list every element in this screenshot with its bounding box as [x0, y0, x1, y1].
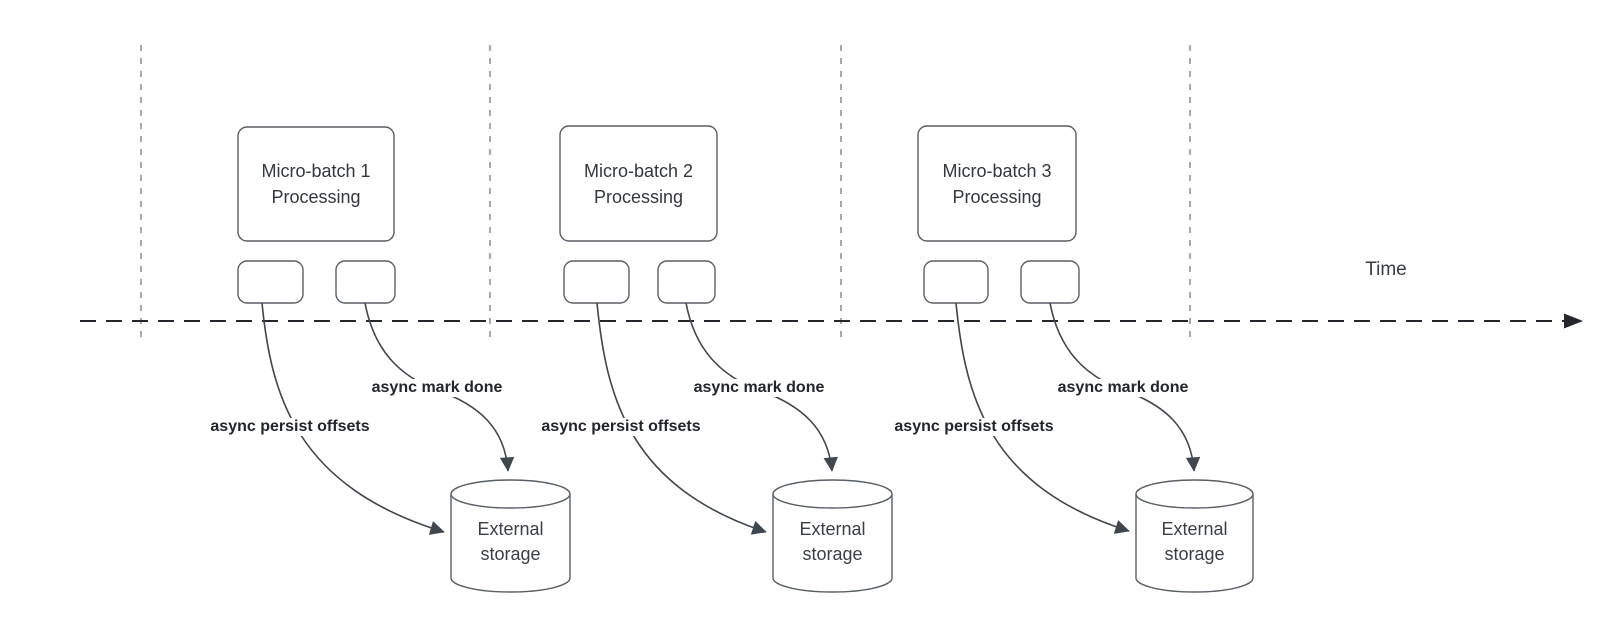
micro-batch-1-label: Micro-batch 1 Processing	[238, 127, 394, 241]
micro-batch-1-offset-task-box	[237, 260, 304, 304]
persist-offsets-label-2: async persist offsets	[538, 418, 704, 436]
micro-batch-2-offset-task-box	[563, 260, 630, 304]
storage-label-3-line2: storage	[1164, 544, 1225, 564]
micro-batch-2-markdone-task-box	[657, 260, 716, 304]
storage-label-3: External storage	[1161, 517, 1227, 567]
storage-label-1-line1: External	[477, 519, 544, 539]
micro-batch-2-label: Micro-batch 2 Processing	[560, 126, 717, 241]
persist-offsets-label-1: async persist offsets	[207, 418, 373, 436]
micro-batch-1-markdone-task-box	[335, 260, 396, 304]
micro-batch-2-box	[559, 125, 718, 242]
micro-batch-3-markdone-task-box	[1020, 260, 1080, 304]
storage-label-2-line1: External	[799, 519, 866, 539]
micro-batch-1-box	[237, 126, 395, 242]
storage-cylinder-1-body	[450, 494, 571, 593]
storage-cylinder-1-top	[450, 479, 571, 509]
micro-batch-2-label-line2: Processing	[593, 186, 684, 207]
micro-batch-3-label-line2: Processing	[952, 186, 1042, 207]
mark-done-label-1: async mark done	[368, 379, 506, 397]
persist-offsets-arrow-3	[955, 302, 1130, 534]
storage-label-1-line2: storage	[480, 544, 541, 564]
micro-batch-1-label-line1: Micro-batch 1	[261, 161, 371, 181]
storage-cylinder-2-top	[772, 479, 893, 509]
micro-batch-3-label-line1: Micro-batch 3	[942, 160, 1052, 181]
storage-cylinder-3-body	[1135, 494, 1254, 593]
micro-batch-1-label-line2: Processing	[271, 187, 361, 207]
micro-batch-3-offset-task-box	[923, 260, 989, 304]
storage-label-2-line2: storage	[802, 544, 863, 564]
storage-cylinder-2-body	[772, 494, 893, 593]
mark-done-label-3: async mark done	[1054, 379, 1192, 397]
storage-cylinder-3-top	[1135, 479, 1254, 509]
storage-label-3-line1: External	[1161, 519, 1228, 539]
mark-done-label-2: async mark done	[690, 379, 828, 397]
storage-label-2: External storage	[799, 517, 865, 567]
persist-offsets-label-3: async persist offsets	[891, 418, 1057, 436]
micro-batch-3-label: Micro-batch 3 Processing	[918, 126, 1076, 241]
storage-label-1: External storage	[477, 517, 543, 567]
micro-batch-3-box	[917, 125, 1077, 242]
time-axis-label: Time	[1365, 259, 1407, 280]
time-axis-arrowhead-icon	[1564, 313, 1583, 329]
micro-batch-2-label-line1: Micro-batch 2	[583, 160, 694, 181]
